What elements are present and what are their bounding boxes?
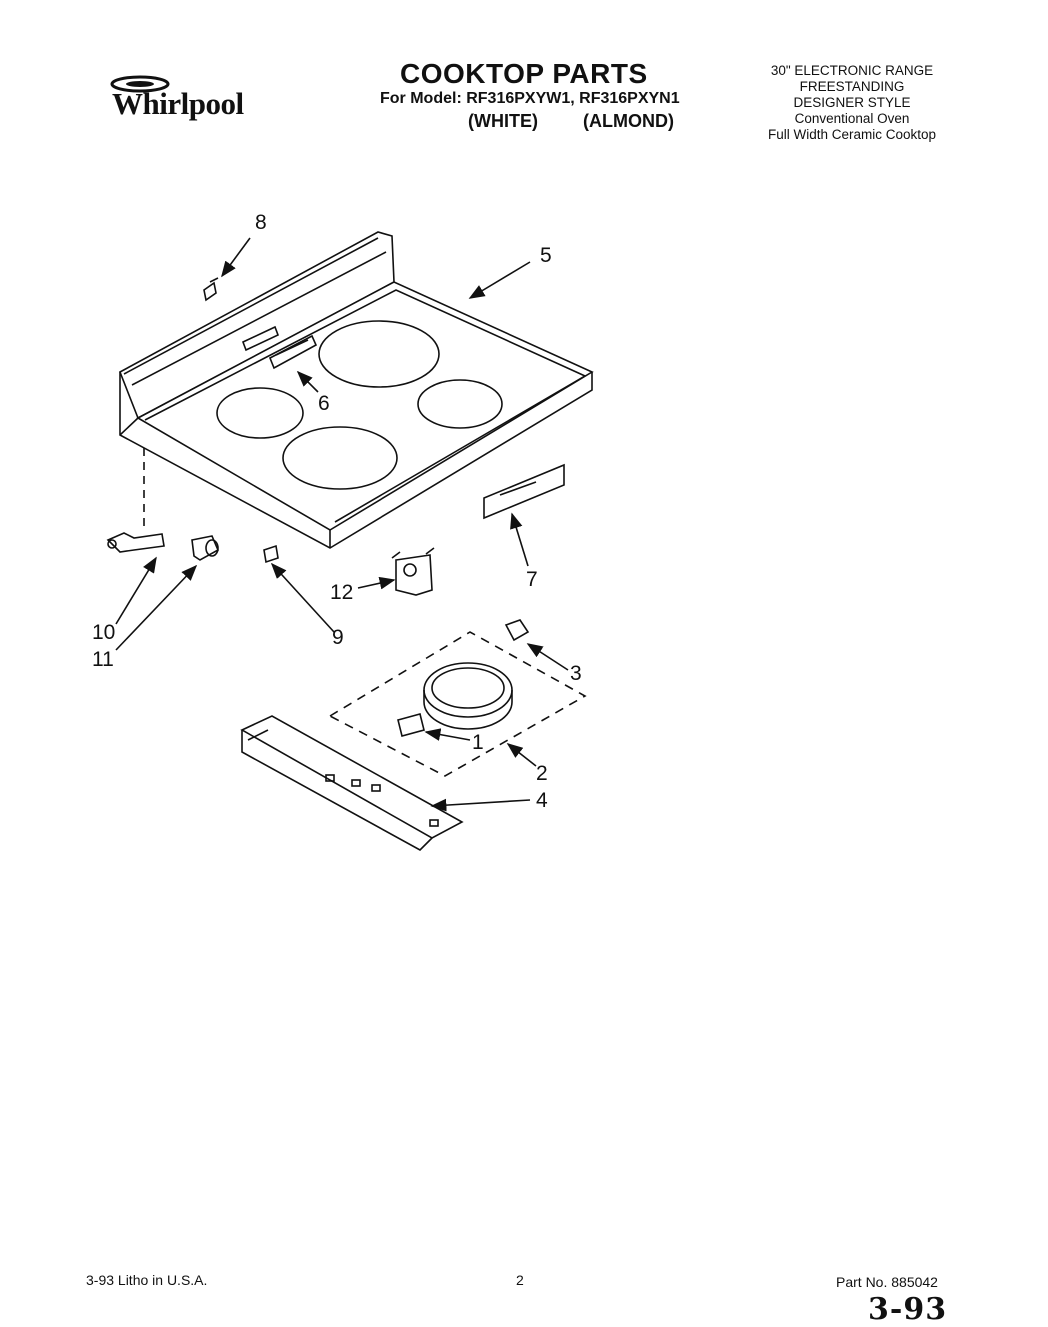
callout-3: 3 bbox=[570, 662, 582, 685]
handwritten-date: 3-93 bbox=[868, 1292, 948, 1327]
callout-5: 5 bbox=[540, 244, 552, 267]
terminal-block-part-3 bbox=[504, 619, 530, 642]
cooktop-glass-panel bbox=[118, 231, 594, 549]
radiant-element bbox=[423, 662, 513, 730]
range-style: DESIGNER STYLE bbox=[793, 95, 911, 110]
range-install: FREESTANDING bbox=[799, 79, 905, 94]
page-number: 2 bbox=[516, 1272, 524, 1288]
limiter-part-1 bbox=[397, 713, 425, 737]
bracket-part-7 bbox=[483, 463, 565, 520]
clip-part-8 bbox=[203, 277, 219, 302]
callout-8: 8 bbox=[255, 211, 267, 234]
callout-10: 10 bbox=[92, 621, 116, 644]
brand-wordmark: Whirlpool bbox=[112, 86, 244, 121]
litho-note: 3-93 Litho in U.S.A. bbox=[86, 1272, 208, 1288]
indicator-lens bbox=[268, 334, 318, 370]
nut-part-9 bbox=[263, 544, 279, 564]
switch-part-12 bbox=[391, 547, 435, 596]
finish-options: (WHITE) (ALMOND) bbox=[468, 111, 674, 132]
range-cooktop: Full Width Ceramic Cooktop bbox=[767, 127, 937, 142]
part-number: Part No. 885042 bbox=[836, 1274, 938, 1290]
callout-4: 4 bbox=[536, 789, 548, 812]
page-title: COOKTOP PARTS bbox=[400, 58, 648, 89]
range-description: 30" ELECTRONIC RANGE FREESTANDING DESIGN… bbox=[752, 63, 952, 143]
terminal-part-10 bbox=[106, 532, 165, 553]
finish-white: (WHITE) bbox=[468, 111, 538, 131]
callout-2: 2 bbox=[536, 762, 548, 785]
callout-7: 7 bbox=[526, 568, 538, 591]
callout-11: 11 bbox=[92, 648, 114, 671]
callout-1: 1 bbox=[472, 731, 484, 754]
element-assembly-outline bbox=[328, 631, 587, 777]
model-numbers: For Model: RF316PXYW1, RF316PXYN1 bbox=[380, 90, 680, 107]
support-bracket-part-4 bbox=[240, 715, 464, 851]
range-type: 30" ELECTRONIC RANGE bbox=[770, 63, 934, 78]
callout-9: 9 bbox=[332, 626, 344, 649]
whirlpool-logo bbox=[110, 75, 170, 93]
knob-part-11 bbox=[191, 535, 220, 561]
callout-6: 6 bbox=[318, 392, 330, 415]
range-oven: Conventional Oven bbox=[794, 111, 910, 126]
callout-12: 12 bbox=[330, 581, 354, 604]
finish-almond: (ALMOND) bbox=[583, 111, 674, 131]
